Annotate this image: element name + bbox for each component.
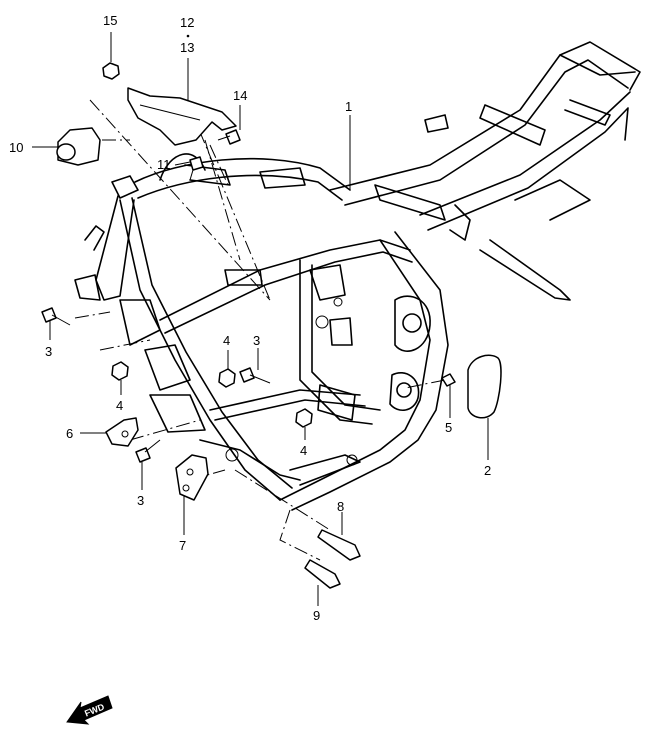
damper-part-10	[56, 127, 101, 166]
cover-plate-part-12-13	[127, 87, 237, 146]
callout-6: 6	[66, 426, 73, 441]
leader-lines	[32, 32, 489, 606]
bracket-part-7	[175, 454, 209, 501]
callout-15: 15	[103, 13, 117, 28]
callout-14: 14	[233, 88, 247, 103]
nut-part-4-left	[111, 361, 129, 381]
callout-11: 11	[157, 157, 171, 172]
bolt-part-8	[317, 529, 361, 561]
main-frame	[74, 41, 641, 511]
fwd-arrow-icon: FWD	[66, 695, 113, 725]
nut-part-15	[102, 62, 120, 80]
callout-3-upper-left: 3	[45, 344, 52, 359]
bolt-part-9	[304, 559, 341, 589]
callout-3-lower: 3	[137, 493, 144, 508]
callout-3-middle: 3	[253, 333, 260, 348]
callout-4-left: 4	[116, 398, 123, 413]
bracket-part-6	[105, 417, 139, 447]
callout-labels: 1 2 3 3 3 4 4 4 5 6 7 8 9 10 11 12 13 14…	[9, 13, 491, 623]
callout-5: 5	[445, 420, 452, 435]
callout-2: 2	[484, 463, 491, 478]
callout-7: 7	[179, 538, 186, 553]
fwd-label: FWD	[83, 701, 106, 718]
callout-12: 12	[180, 15, 194, 30]
callout-separator-dot	[186, 34, 190, 38]
callout-1: 1	[345, 99, 352, 114]
screw-part-14	[217, 129, 241, 145]
nut-part-4-middle	[218, 368, 236, 388]
bolt-part-5	[441, 373, 456, 387]
callout-13: 13	[180, 40, 194, 55]
bolt-part-3-lower	[135, 439, 161, 463]
callout-8: 8	[337, 499, 344, 514]
cover-part-2	[467, 354, 502, 419]
callout-10: 10	[9, 140, 23, 155]
callout-4-middle: 4	[223, 333, 230, 348]
bolt-part-11	[189, 156, 204, 181]
callout-9: 9	[313, 608, 320, 623]
callout-4-right: 4	[300, 443, 307, 458]
nut-part-4-right	[295, 408, 313, 428]
bolt-part-3-middle	[239, 367, 271, 384]
bolt-part-3-upper-left	[41, 307, 71, 326]
assembly-guide-lines	[74, 99, 446, 561]
